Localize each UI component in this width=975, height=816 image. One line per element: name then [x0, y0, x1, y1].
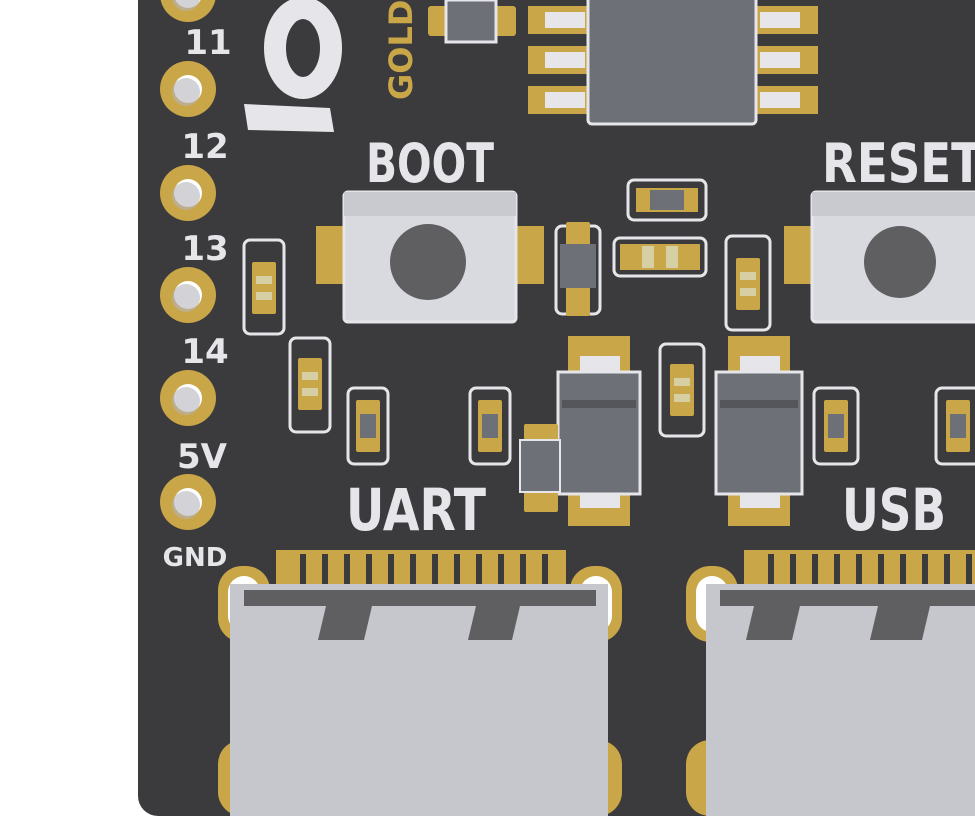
tactile-switch-icon [864, 226, 936, 298]
pin-label-5v: 5V [177, 437, 228, 477]
uart-label: UART [346, 476, 486, 544]
pin-label-12: 12 [181, 127, 228, 167]
pin-label-13: 13 [181, 229, 228, 269]
usb-label: USB [842, 476, 946, 544]
smd-diodes [519, 336, 804, 526]
uart-connector[interactable] [218, 550, 622, 816]
pin-label-11: 11 [184, 23, 231, 63]
reset-label: RESET [822, 132, 975, 195]
logo-mark [244, 0, 342, 132]
pin-label-gnd: GND [163, 543, 228, 573]
soic-chip-icon [528, 0, 818, 126]
tactile-switch-icon [390, 224, 466, 300]
usb-c-connector-icon [706, 584, 975, 816]
pin-label-14: 14 [181, 332, 228, 372]
usb-connector[interactable] [686, 550, 975, 816]
logo-text-gold: GOLD [382, 0, 420, 100]
smd-resistors [242, 178, 975, 466]
usb-c-connector-icon [230, 584, 608, 816]
reset-button[interactable] [784, 190, 975, 324]
boot-label: BOOT [366, 132, 494, 195]
boot-button[interactable] [316, 190, 544, 324]
